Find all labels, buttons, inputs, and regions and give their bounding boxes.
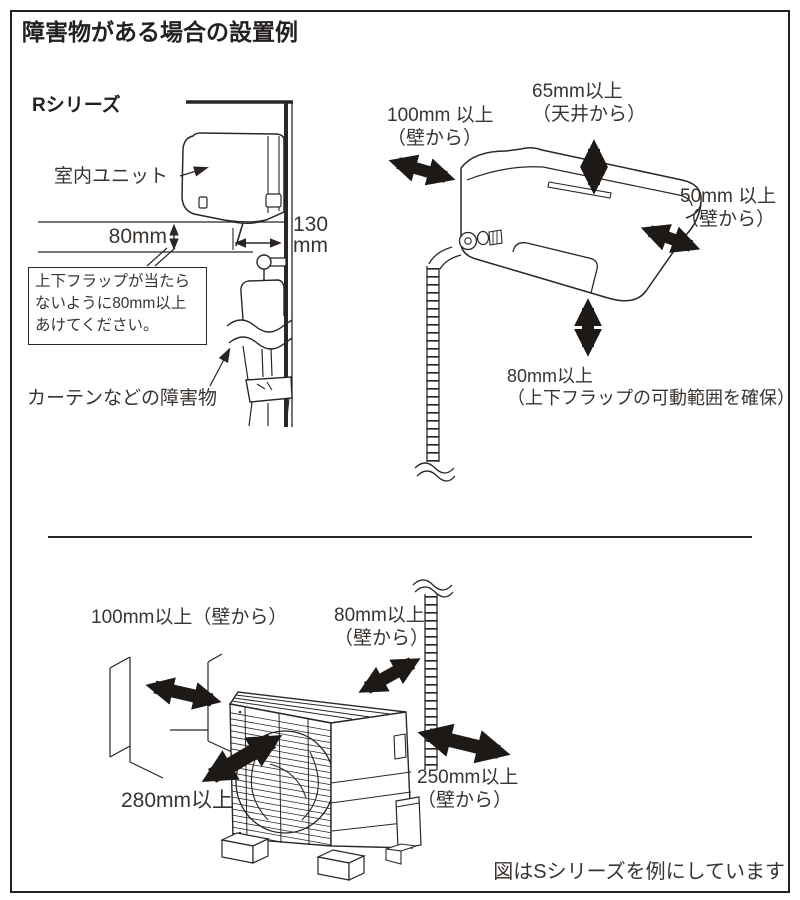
indoor-unit-label: 室内ユニット xyxy=(54,166,169,187)
gap-80mm-label: 80mm xyxy=(108,225,167,248)
outdoor-clearance-right-label: 250mm以上 （壁から） xyxy=(417,767,519,812)
flap-note-box: 上下フラップが当たら ないように80mm以上 あけてください。 xyxy=(28,267,207,345)
indoor-unit-pointer-arrow xyxy=(179,166,209,177)
indoor-clearance-right-label: 50mm 以上 （壁から） xyxy=(680,186,777,231)
page-title: 障害物がある場合の設置例 xyxy=(22,19,298,45)
indoor-clearance-left-label: 100mm 以上 （壁から） xyxy=(387,105,494,150)
wall-corner-drawing xyxy=(109,653,235,779)
indoor-unit-3d-drawing xyxy=(460,146,702,302)
clearance-arrow-left xyxy=(388,154,456,186)
outdoor-clearance-back-label: 80mm以上 （壁から） xyxy=(334,605,430,650)
outdoor-arrow-front xyxy=(201,734,283,783)
outdoor-clearance-left-label: 100mm以上（壁から） xyxy=(91,607,288,628)
curtain-drawing xyxy=(226,254,293,427)
page-border xyxy=(10,10,790,893)
outdoor-unit-drawing xyxy=(220,691,422,881)
indoor-unit-side-drawing xyxy=(181,132,285,247)
outdoor-arrow-back xyxy=(358,657,421,694)
pipe-valve-drawing xyxy=(458,229,503,251)
curtain-pointer-arrow xyxy=(209,347,231,387)
outdoor-arrow-right xyxy=(417,723,511,764)
series-label: Rシリーズ xyxy=(32,95,121,116)
outdoor-clearance-front-label: 280mm以上 xyxy=(121,789,234,812)
note-leader-lines xyxy=(146,247,176,267)
depth-130mm-label: 130 mm xyxy=(293,213,329,258)
clearance-guide-lines xyxy=(38,221,288,253)
drain-hose-drawing xyxy=(414,246,462,482)
footer-note: 図はSシリーズを例にしています xyxy=(493,861,785,883)
indoor-clearance-bottom-label: 80mm以上 （上下フラップの可動範囲を確保） xyxy=(507,366,795,408)
flap-note-text: 上下フラップが当たら ないように80mm以上 あけてください。 xyxy=(35,273,191,334)
curtain-obstacle-label: カーテンなどの障害物 xyxy=(27,388,218,409)
indoor-clearance-top-label: 65mm以上 （天井から） xyxy=(532,81,647,126)
clearance-arrow-right xyxy=(640,224,701,253)
dimension-arrow-130mm xyxy=(232,228,282,250)
outdoor-arrow-left xyxy=(145,677,222,710)
